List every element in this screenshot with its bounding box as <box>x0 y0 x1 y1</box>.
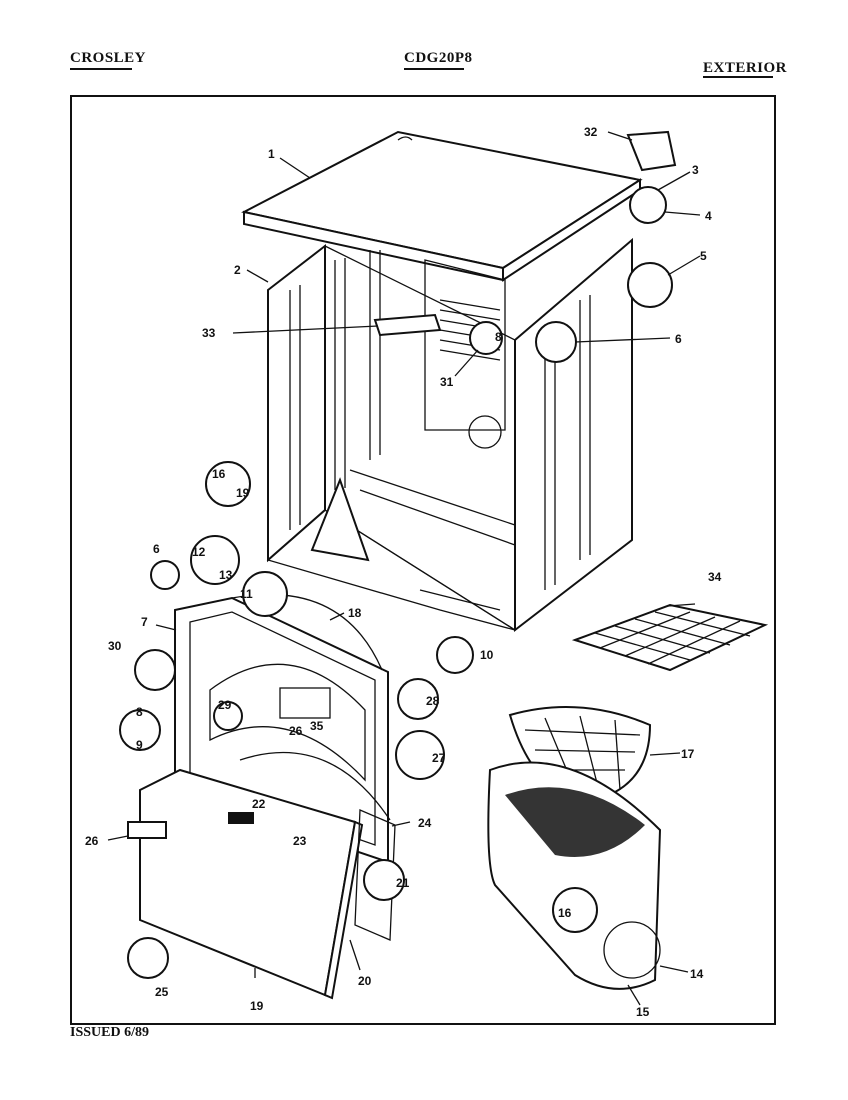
callout-12: 12 <box>192 545 206 559</box>
callout-24: 24 <box>418 816 432 830</box>
callout-20: 20 <box>358 974 372 988</box>
model-underline <box>404 68 464 70</box>
callout-6-front: 6 <box>153 542 160 556</box>
detail-circle-foot <box>127 937 169 979</box>
detail-circle-latch <box>363 859 405 901</box>
callout-1: 1 <box>268 147 275 161</box>
callout-31: 31 <box>440 375 454 389</box>
callout-17: 17 <box>681 747 695 761</box>
callout-30: 30 <box>108 639 122 653</box>
detail-circle-switch-box <box>134 649 176 691</box>
callout-29: 29 <box>218 698 232 712</box>
drying-rack <box>571 603 769 672</box>
detail-circle-bearing <box>469 321 503 355</box>
door-handle <box>127 821 167 839</box>
top-panel <box>241 130 643 282</box>
callout-25: 25 <box>155 985 169 999</box>
section-title: EXTERIOR <box>703 60 788 76</box>
callout-22: 22 <box>252 797 266 811</box>
lint-duct-housing <box>487 761 662 990</box>
callout-11: 11 <box>240 587 253 601</box>
callout-10: 10 <box>480 648 494 662</box>
cabinet <box>266 237 633 633</box>
callout-labels: 1 2 3 4 5 6 6 7 8 8 9 10 11 12 13 14 15 … <box>85 125 722 1019</box>
detail-circle-hinge-pin <box>397 678 439 720</box>
detail-circle-hinge <box>395 730 445 780</box>
callout-8-front: 8 <box>136 705 143 719</box>
door-catch <box>228 812 254 824</box>
callout-33: 33 <box>202 326 216 340</box>
brand-underline <box>70 68 132 70</box>
detail-circle-plug <box>535 321 577 363</box>
callout-16-cabinet: 16 <box>212 467 226 481</box>
detail-circle-clip <box>205 461 251 507</box>
detail-circle-thermostat <box>552 887 598 933</box>
callout-27: 27 <box>432 751 446 765</box>
callout-21: 21 <box>396 876 410 890</box>
leader-lines <box>107 131 701 1006</box>
loading-door <box>127 752 391 1000</box>
callout-26-door: 26 <box>85 834 99 848</box>
callout-9: 9 <box>136 738 143 752</box>
callout-19-door: 19 <box>250 999 264 1013</box>
detail-circle-strike <box>436 636 474 674</box>
callout-6-cabinet: 6 <box>675 332 682 346</box>
callout-28: 28 <box>426 694 440 708</box>
callout-14: 14 <box>690 967 704 981</box>
diagram-frame <box>70 95 776 1025</box>
callout-2: 2 <box>234 263 241 277</box>
callout-3: 3 <box>692 163 699 177</box>
detail-circle-dial <box>119 709 161 751</box>
detail-circle-hinge <box>629 186 667 224</box>
section-underline <box>703 76 773 78</box>
detail-circle-switch <box>627 262 673 308</box>
callout-32: 32 <box>584 125 598 139</box>
cabinet-brace <box>373 313 442 337</box>
callout-15: 15 <box>636 1005 650 1019</box>
callout-16-duct: 16 <box>558 906 572 920</box>
callout-34: 34 <box>708 570 722 584</box>
door-seal <box>354 809 396 941</box>
detail-circle-lamp <box>242 571 288 617</box>
callout-35: 35 <box>310 719 324 733</box>
callout-13: 13 <box>219 568 233 582</box>
detail-circle-screw <box>213 701 243 731</box>
brand-label: CROSLEY <box>70 50 147 66</box>
issued-date: ISSUED 6/89 <box>70 1025 149 1040</box>
callout-7: 7 <box>141 615 148 629</box>
control-bracket <box>626 130 677 172</box>
callout-4: 4 <box>705 209 712 223</box>
detail-circle-knob <box>150 560 180 590</box>
callout-26-front: 26 <box>289 724 303 738</box>
callout-5: 5 <box>700 249 707 263</box>
callout-18: 18 <box>348 606 362 620</box>
callout-19-cabinet: 19 <box>236 486 250 500</box>
callout-8-cabinet: 8 <box>495 330 502 344</box>
detail-circle-spring <box>190 535 240 585</box>
model-number: CDG20P8 <box>404 50 473 66</box>
callout-23: 23 <box>293 834 307 848</box>
